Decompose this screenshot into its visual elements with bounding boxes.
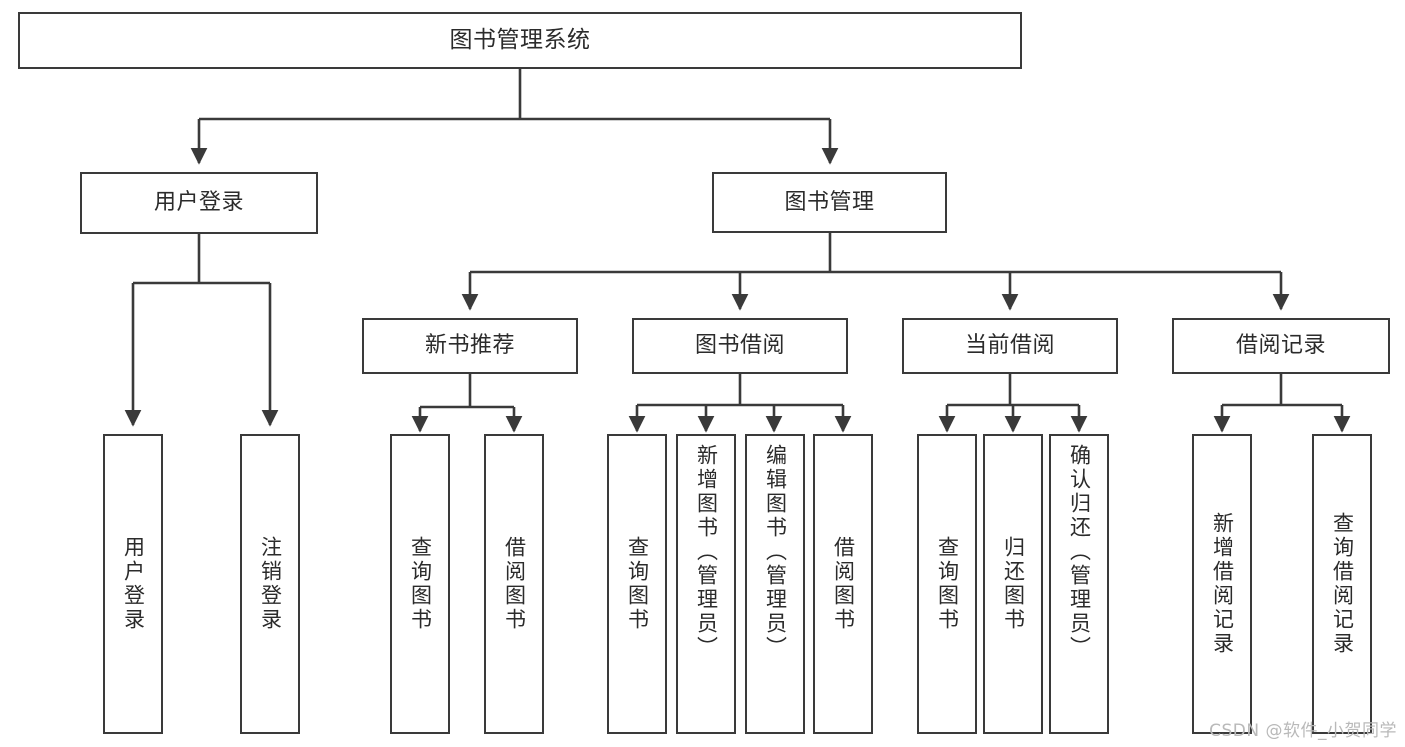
leaf-add-borrow-record[interactable]: 新增借阅记录 — [1192, 434, 1252, 734]
node-label: 新增借阅记录 — [1210, 512, 1235, 656]
node-root-book-management-system[interactable]: 图书管理系统 — [18, 12, 1022, 69]
node-label: 注销登录 — [258, 536, 283, 632]
leaf-logout[interactable]: 注销登录 — [240, 434, 300, 734]
node-new-book-recommendation[interactable]: 新书推荐 — [362, 318, 578, 374]
leaf-borrow-books[interactable]: 借阅图书 — [813, 434, 873, 734]
leaf-edit-book-admin[interactable]: 编辑图书（管理员） — [745, 434, 805, 734]
node-label: 查询图书 — [625, 536, 650, 632]
leaf-borrow-books-new[interactable]: 借阅图书 — [484, 434, 544, 734]
watermark-text: CSDN @软件_小贺同学 — [1209, 721, 1397, 741]
leaf-query-books-current[interactable]: 查询图书 — [917, 434, 977, 734]
node-book-management[interactable]: 图书管理 — [712, 172, 947, 233]
leaf-return-books[interactable]: 归还图书 — [983, 434, 1043, 734]
node-label: 查询借阅记录 — [1330, 512, 1355, 656]
node-label: 图书管理系统 — [449, 26, 591, 53]
node-label: 查询图书 — [408, 536, 433, 632]
node-label: 用户登录 — [121, 536, 146, 632]
node-label: 图书管理 — [784, 189, 875, 215]
node-book-borrowing[interactable]: 图书借阅 — [632, 318, 848, 374]
node-label: 借阅图书 — [831, 536, 856, 632]
node-user-login[interactable]: 用户登录 — [80, 172, 318, 234]
node-current-borrowing[interactable]: 当前借阅 — [902, 318, 1118, 374]
leaf-query-borrow-record[interactable]: 查询借阅记录 — [1312, 434, 1372, 734]
node-label: 编辑图书（管理员） — [763, 444, 788, 660]
leaf-confirm-return-admin[interactable]: 确认归还（管理员） — [1049, 434, 1109, 734]
node-label: 借阅图书 — [502, 536, 527, 632]
node-label: 查询图书 — [935, 536, 960, 632]
leaf-user-login[interactable]: 用户登录 — [103, 434, 163, 734]
node-label: 借阅记录 — [1235, 333, 1326, 359]
leaf-add-book-admin[interactable]: 新增图书（管理员） — [676, 434, 736, 734]
node-label: 新增图书（管理员） — [694, 444, 719, 660]
node-label: 图书借阅 — [694, 333, 785, 359]
node-label: 新书推荐 — [424, 333, 515, 359]
node-label: 归还图书 — [1001, 536, 1026, 632]
leaf-query-books-new[interactable]: 查询图书 — [390, 434, 450, 734]
node-label: 确认归还（管理员） — [1067, 444, 1092, 660]
node-borrowing-records[interactable]: 借阅记录 — [1172, 318, 1390, 374]
leaf-query-books-borrow[interactable]: 查询图书 — [607, 434, 667, 734]
node-label: 当前借阅 — [964, 333, 1055, 359]
node-label: 用户登录 — [153, 190, 244, 216]
